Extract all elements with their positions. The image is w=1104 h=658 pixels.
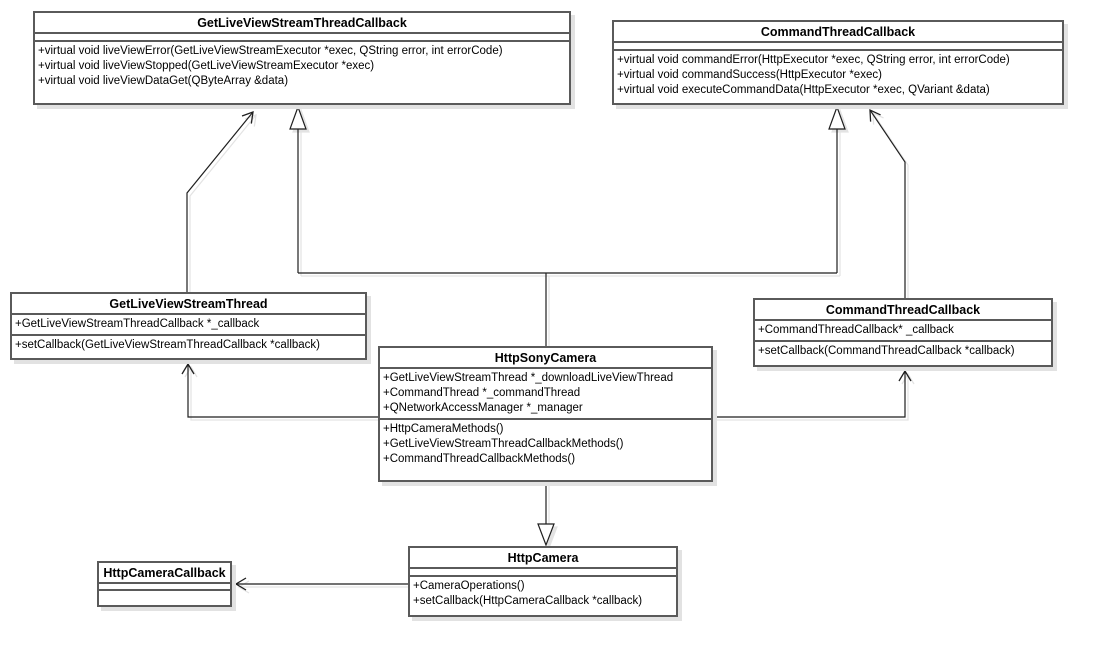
class-name: HttpSonyCamera xyxy=(380,348,711,369)
hollow-triangle-icon xyxy=(537,523,555,547)
method-item: +virtual void commandError(HttpExecutor … xyxy=(617,54,1010,66)
hollow-triangle-icon xyxy=(828,105,846,130)
association-glvstthread-to-glvstcallback[interactable] xyxy=(186,111,254,292)
attributes-compartment xyxy=(99,584,230,591)
attribute-item: +QNetworkAccessManager *_manager xyxy=(383,402,583,414)
methods-compartment: +virtual void commandError(HttpExecutor … xyxy=(614,51,1062,103)
method-item: +setCallback(HttpCameraCallback *callbac… xyxy=(413,595,643,607)
method-item: +HttpCameraMethods() xyxy=(383,423,504,435)
class-box-getliveviewstreamthreadcallback[interactable]: GetLiveViewStreamThreadCallback +virtual… xyxy=(33,11,571,105)
attribute-item: +CommandThreadCallback* _callback xyxy=(758,324,954,336)
method-item: +virtual void executeCommandData(HttpExe… xyxy=(617,84,990,96)
hollow-triangle-icon xyxy=(289,105,307,130)
class-box-httpcameracallback[interactable]: HttpCameraCallback xyxy=(97,561,232,607)
method-item: +CameraOperations() xyxy=(413,580,525,592)
class-box-httpsonycamera[interactable]: HttpSonyCamera +GetLiveViewStreamThread … xyxy=(378,346,713,482)
method-item: +virtual void liveViewStopped(GetLiveVie… xyxy=(38,60,375,72)
attributes-compartment xyxy=(410,569,676,577)
method-item: +CommandThreadCallbackMethods() xyxy=(383,453,576,465)
class-box-commandthreadcallback-interface[interactable]: CommandThreadCallback +virtual void comm… xyxy=(612,20,1064,105)
attribute-item: +GetLiveViewStreamThread *_downloadLiveV… xyxy=(383,372,674,384)
methods-compartment: +CameraOperations() +setCallback(HttpCam… xyxy=(410,577,676,615)
attribute-item: +CommandThread *_commandThread xyxy=(383,387,581,399)
class-name: CommandThreadCallback xyxy=(755,300,1051,321)
method-item: +virtual void liveViewDataGet(QByteArray… xyxy=(38,75,289,87)
attributes-compartment xyxy=(35,34,569,42)
attributes-compartment: +CommandThreadCallback* _callback xyxy=(755,321,1051,342)
class-box-commandthreadcallback-holder[interactable]: CommandThreadCallback +CommandThreadCall… xyxy=(753,298,1053,367)
methods-compartment: +setCallback(GetLiveViewStreamThreadCall… xyxy=(12,336,365,358)
attributes-compartment: +GetLiveViewStreamThreadCallback *_callb… xyxy=(12,315,365,336)
attributes-compartment xyxy=(614,43,1062,51)
method-item: +virtual void commandSuccess(HttpExecuto… xyxy=(617,69,882,81)
class-box-httpcamera[interactable]: HttpCamera +CameraOperations() +setCallb… xyxy=(408,546,678,617)
methods-compartment: +HttpCameraMethods() +GetLiveViewStreamT… xyxy=(380,420,711,480)
association-commandcallbackholder-to-iface[interactable] xyxy=(869,108,906,298)
method-item: +setCallback(CommandThreadCallback *call… xyxy=(758,345,1015,357)
attribute-item: +GetLiveViewStreamThreadCallback *_callb… xyxy=(15,318,260,330)
methods-compartment: +setCallback(CommandThreadCallback *call… xyxy=(755,342,1051,365)
class-name: HttpCamera xyxy=(410,548,676,569)
methods-compartment xyxy=(99,591,230,605)
method-item: +setCallback(GetLiveViewStreamThreadCall… xyxy=(15,339,320,351)
method-item: +virtual void liveViewError(GetLiveViewS… xyxy=(38,45,503,57)
class-name: HttpCameraCallback xyxy=(99,563,230,584)
methods-compartment: +virtual void liveViewError(GetLiveViewS… xyxy=(35,42,569,103)
class-name: GetLiveViewStreamThreadCallback xyxy=(35,13,569,34)
class-name: CommandThreadCallback xyxy=(614,22,1062,43)
generalization-httpsonycamera-to-callbacks[interactable] xyxy=(289,105,846,346)
class-box-getliveviewstreamthread[interactable]: GetLiveViewStreamThread +GetLiveViewStre… xyxy=(10,292,367,360)
generalization-httpsonycamera-to-httpcamera[interactable] xyxy=(537,482,555,547)
association-httpsonycamera-to-glvstthread[interactable] xyxy=(181,362,378,418)
method-item: +GetLiveViewStreamThreadCallbackMethods(… xyxy=(383,438,624,450)
attributes-compartment: +GetLiveViewStreamThread *_downloadLiveV… xyxy=(380,369,711,420)
association-httpsonycamera-to-commandcallbackholder[interactable] xyxy=(713,369,912,418)
class-name: GetLiveViewStreamThread xyxy=(12,294,365,315)
